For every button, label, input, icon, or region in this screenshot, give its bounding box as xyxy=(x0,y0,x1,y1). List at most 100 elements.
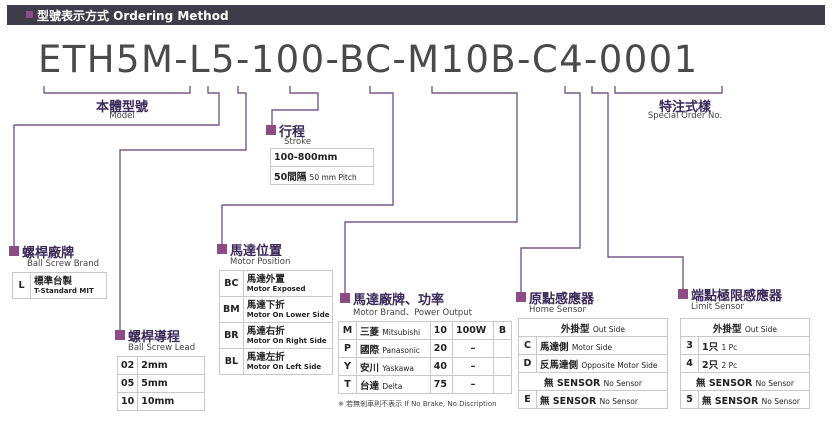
home-none-en: No Sensor xyxy=(603,378,642,388)
motorbrand-power: – xyxy=(451,357,495,376)
limit-code: 4 xyxy=(680,354,699,373)
home-en: Motor Side xyxy=(571,342,613,352)
motorbrand-table: M 三菱 Mitsubishi 10 100W B P 國際 Panasonic… xyxy=(338,321,512,394)
stroke-pitch-label: 50間隔 xyxy=(274,171,307,183)
motorpos-name: 馬達右折 xyxy=(246,325,285,337)
lead-code: 05 xyxy=(116,374,139,393)
motorpos-name: 馬達外置 xyxy=(246,273,285,285)
lead-value: 5mm xyxy=(137,374,205,393)
limit-en: 2 Pc xyxy=(721,360,738,370)
home-code: C xyxy=(518,336,537,355)
limit-none-name: 無 SENSOR xyxy=(696,377,753,389)
table-row: 無 SENSOR No Sensor xyxy=(518,372,668,391)
lead-value: 10mm xyxy=(137,392,205,411)
motorbrand-code: Y xyxy=(338,357,357,376)
lead-value: 2mm xyxy=(137,356,205,375)
motorpos-en: Motor On Lower Side xyxy=(246,310,330,319)
limit-en: 1 Pc xyxy=(721,342,738,352)
home-none: 無 SENSOR No Sensor xyxy=(518,372,668,391)
motorbrand-en: Mitsubishi xyxy=(382,327,421,337)
motorbrand-sub: Motor Brand、Power Output xyxy=(353,308,473,318)
brand-en: T-Standard MIT xyxy=(34,286,94,295)
line-lead xyxy=(119,86,247,333)
model-bracket xyxy=(43,86,191,94)
stroke-pitch: 50間隔 50 mm Pitch xyxy=(270,166,374,185)
motorbrand-desc: 三菱 Mitsubishi xyxy=(356,321,431,340)
motorbrand-desc: 國際 Panasonic xyxy=(356,339,431,358)
line-stroke xyxy=(271,86,319,126)
home-desc: 反馬達側 Opposite Motor Side xyxy=(536,354,668,373)
limit-name: 1只 xyxy=(702,341,719,353)
home-square-icon xyxy=(516,292,526,302)
line-motorpos xyxy=(221,86,394,247)
home-name: 反馬達側 xyxy=(540,359,579,371)
table-row: 外掛型 Out Side xyxy=(680,318,810,337)
motorbrand-num: 75 xyxy=(429,375,453,394)
table-row: M 三菱 Mitsubishi 10 100W B xyxy=(338,321,512,340)
motorbrand-en: Panasonic xyxy=(382,345,420,355)
motorpos-name: 馬達左折 xyxy=(246,351,285,363)
brand-name: 標準台製 xyxy=(34,275,73,287)
table-row: 100-800mm xyxy=(270,148,374,167)
motorpos-title: 馬達位置 xyxy=(230,244,283,259)
stroke-square-icon xyxy=(266,125,276,135)
motorbrand-power: – xyxy=(451,339,495,358)
home-en: Opposite Motor Side xyxy=(581,360,658,370)
motorbrand-brake xyxy=(493,339,512,358)
brand-square-icon xyxy=(9,246,19,256)
table-row: T 台達 Delta 75 – xyxy=(338,375,512,394)
limit-head: 外掛型 Out Side xyxy=(680,318,810,337)
limit-square-icon xyxy=(678,289,688,299)
line-limit xyxy=(591,86,684,292)
home-sub: Home Sensor xyxy=(529,305,586,315)
home-en: No Sensor xyxy=(599,396,638,406)
limit-head-en: Out Side xyxy=(744,324,778,334)
motorbrand-name: 三菱 xyxy=(360,326,380,338)
header-bar: 型號表示方式 Ordering Method xyxy=(7,5,825,25)
motorbrand-num: 20 xyxy=(429,339,453,358)
motorbrand-power: – xyxy=(451,375,495,394)
motorpos-code: BL xyxy=(219,348,244,375)
home-code: E xyxy=(518,390,537,409)
model-sub: Model xyxy=(109,111,135,121)
motorbrand-name: 台達 xyxy=(360,380,380,392)
home-name: 無 SENSOR xyxy=(540,395,597,407)
motorbrand-square-icon xyxy=(340,293,350,303)
stroke-range: 100-800mm xyxy=(270,148,374,167)
table-row: 無 SENSOR No Sensor xyxy=(680,372,810,391)
lead-title: 螺桿導程 xyxy=(128,330,181,345)
special-title: 特注式樣 xyxy=(658,100,711,115)
table-row: P 國際 Panasonic 20 – xyxy=(338,339,512,358)
brand-code: L xyxy=(12,272,31,299)
limit-desc: 無 SENSOR No Sensor xyxy=(698,390,810,409)
motorbrand-num: 40 xyxy=(429,357,453,376)
limit-name: 2只 xyxy=(702,359,719,371)
motorbrand-brake xyxy=(493,375,512,394)
lead-code: 10 xyxy=(116,392,139,411)
brand-sub: Ball Screw Brand xyxy=(27,259,100,269)
home-name: 馬達側 xyxy=(540,341,569,353)
brand-title: 螺桿廠牌 xyxy=(22,246,75,261)
motorbrand-note: ※ 若無剎車則不表示 If No Brake, No Discription xyxy=(338,400,497,408)
home-head-en: Out Side xyxy=(592,324,626,334)
limit-none-en: No Sensor xyxy=(755,378,794,388)
header-title: 型號表示方式 Ordering Method xyxy=(37,9,229,23)
